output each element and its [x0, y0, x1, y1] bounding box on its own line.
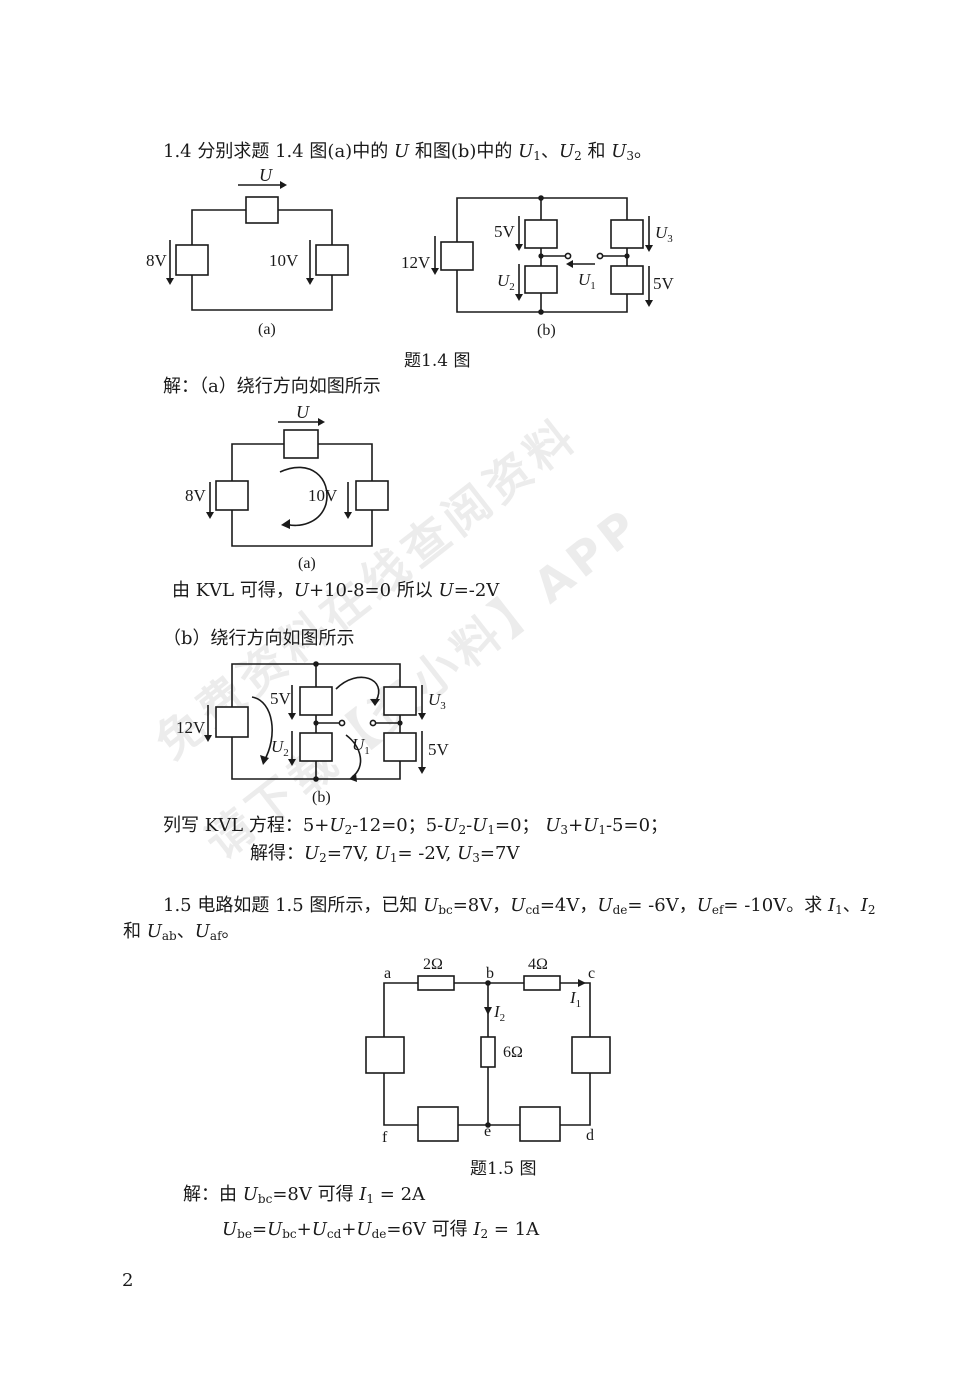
- problem-1-5-statement-line-1: 1.5 电路如题 1.5 图所示，已知 Ubc=8V，Ucd=4V，Ude= -…: [163, 895, 876, 917]
- node-d: d: [586, 1127, 594, 1144]
- current-label-I2: I2: [493, 1002, 505, 1024]
- node-b: b: [486, 965, 494, 982]
- voltage-label-U1: U1: [578, 270, 596, 292]
- voltage-label-12V: 12V: [176, 718, 206, 737]
- voltage-label-U1: U1: [352, 735, 370, 757]
- voltage-label-U3: U3: [655, 223, 673, 245]
- resistor-2ohm-label: 2Ω: [423, 956, 443, 973]
- kvl-result-a: 由 KVL 可得，U+10-8=0 所以 U=-2V: [172, 580, 500, 601]
- node-a: a: [384, 965, 391, 982]
- voltage-label-10V: 10V: [308, 486, 338, 505]
- node-f: f: [382, 1129, 388, 1146]
- problem-1-4-statement: 1.4 分别求题 1.4 图(a)中的 U 和图(b)中的 U1、U2 和 U3…: [163, 141, 653, 163]
- figure-label-a: (a): [298, 555, 316, 572]
- solution-a-heading: 解：（a）绕行方向如图所示: [163, 376, 381, 397]
- figure-1-4-a: U 8V 10V (a): [140, 165, 370, 345]
- resistor-4ohm-label: 4Ω: [528, 956, 548, 973]
- voltage-label-U: U: [259, 165, 273, 185]
- voltage-label-5V-right: 5V: [428, 740, 450, 759]
- figure-1-5-caption: 题1.5 图: [470, 1159, 537, 1179]
- page-number: 2: [122, 1270, 134, 1291]
- voltage-label-5V-right: 5V: [653, 274, 675, 293]
- resistor-6ohm-label: 6Ω: [503, 1044, 523, 1061]
- figure-label-a: (a): [258, 321, 276, 338]
- figure-solution-a: U 8V 10V (a): [180, 400, 410, 575]
- solution-1-5-line-1: 解：由 Ubc=8V 可得 I1 = 2A: [183, 1184, 426, 1206]
- figure-1-4-b: 12V 5V 5V U2 U1 U3 (b): [395, 190, 695, 345]
- node-c: c: [588, 965, 595, 982]
- voltage-label-U2: U2: [497, 271, 515, 293]
- voltage-label-12V: 12V: [401, 253, 431, 272]
- voltage-label-U2: U2: [271, 737, 289, 759]
- voltage-label-10V: 10V: [269, 251, 299, 270]
- current-label-I1: I1: [569, 988, 581, 1010]
- voltage-label-U3: U3: [428, 690, 446, 712]
- kvl-equations-b: 列写 KVL 方程：5+U2-12=0；5-U2-U1=0； U3+U1-5=0…: [163, 815, 669, 837]
- figure-1-4-caption: 题1.4 图: [404, 351, 471, 371]
- voltage-label-8V: 8V: [146, 251, 168, 270]
- solution-b-heading: （b）绕行方向如图所示: [163, 628, 355, 649]
- solution-1-5-line-2: Ube=Ubc+Ucd+Ude=6V 可得 I2 = 1A: [222, 1219, 540, 1241]
- figure-1-5: a b c d e f 2Ω 4Ω 6Ω I2 I1: [360, 955, 630, 1150]
- voltage-label-5V-top: 5V: [494, 222, 516, 241]
- voltage-label-U: U: [296, 402, 310, 422]
- voltage-label-8V: 8V: [185, 486, 207, 505]
- figure-label-b: (b): [537, 322, 556, 339]
- voltage-label-5V-top: 5V: [270, 689, 292, 708]
- figure-label-b: (b): [312, 789, 331, 806]
- node-e: e: [484, 1123, 491, 1140]
- problem-number: 1.4: [163, 141, 192, 162]
- problem-1-5-statement-line-2: 和 Uab、Uaf。: [123, 921, 240, 943]
- kvl-solution-b: 解得：U2=7V, U1= -2V, U3=7V: [250, 843, 520, 865]
- figure-solution-b: 12V 5V 5V U2 U1 U3 (b): [170, 655, 470, 810]
